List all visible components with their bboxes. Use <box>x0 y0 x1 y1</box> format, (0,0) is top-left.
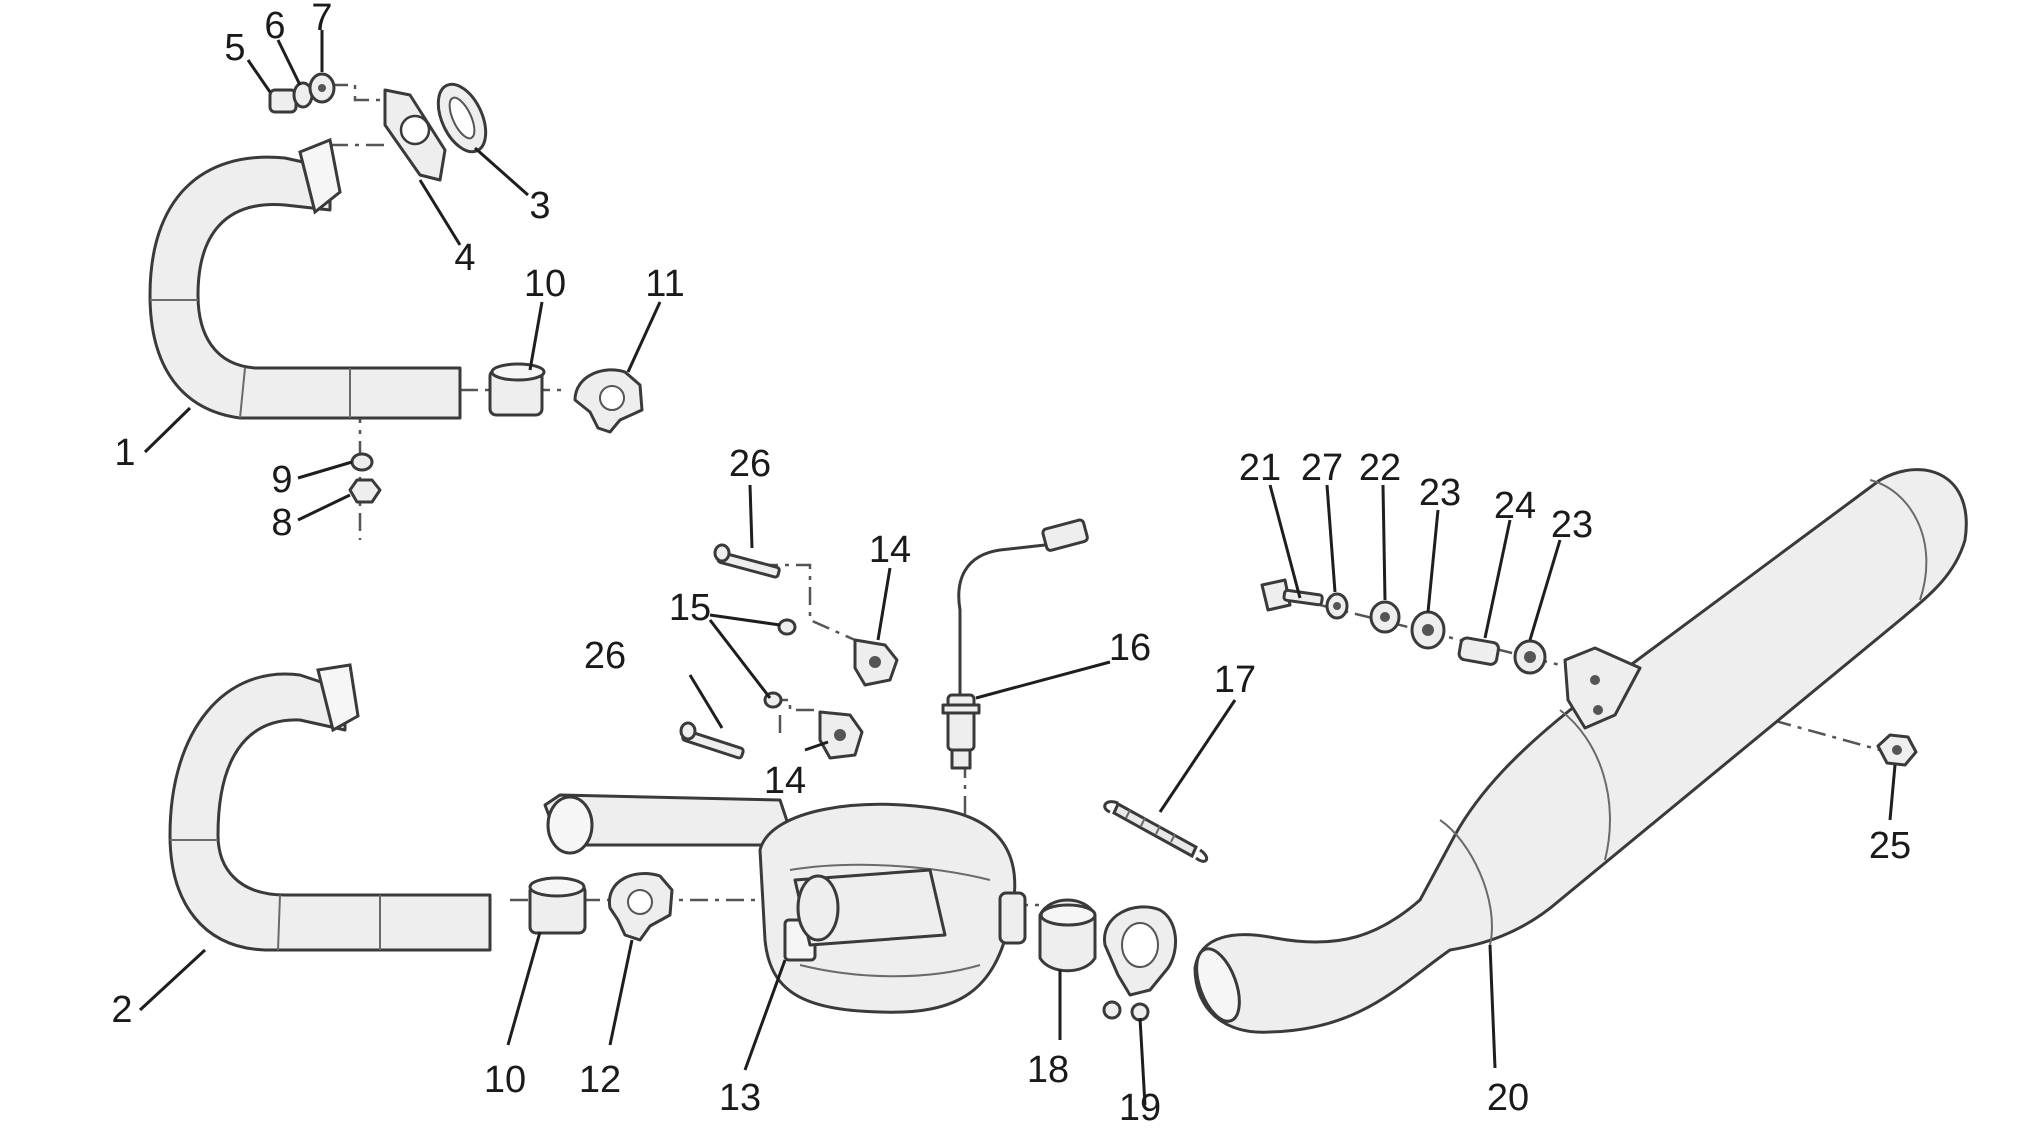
part-23-rubber-lower <box>1513 639 1547 675</box>
part-10-sleeve-upper <box>488 362 546 417</box>
part-15-nut-upper <box>777 618 797 636</box>
part-11-clamp <box>573 368 644 434</box>
callout-9: 9 <box>271 459 292 501</box>
callout-23-upper: 23 <box>1419 472 1461 514</box>
leader-lines <box>138 30 1897 1106</box>
part-23-rubber-upper <box>1410 610 1446 650</box>
callout-25: 25 <box>1869 825 1911 867</box>
callout-16: 16 <box>1109 627 1151 669</box>
part-25-nut <box>1876 733 1918 767</box>
callout-24: 24 <box>1494 485 1536 527</box>
callout-26-upper: 26 <box>729 443 771 485</box>
part-16-lambda-sensor <box>941 518 1089 770</box>
part-7-washer <box>308 72 336 104</box>
part-27-washer <box>1325 592 1349 620</box>
callout-labels: 1 2 3 4 5 6 7 8 9 10 10 11 12 13 14 14 1… <box>111 0 1911 1128</box>
part-26-bolt-lower <box>679 721 745 760</box>
callout-14-upper: 14 <box>869 529 911 571</box>
part-8-nut <box>348 478 382 504</box>
part-2-lower-header-pipe <box>168 663 492 952</box>
callout-12: 12 <box>579 1059 621 1101</box>
part-1-upper-header-pipe <box>148 137 462 420</box>
part-19-clamp <box>1102 905 1178 1022</box>
callout-21: 21 <box>1239 447 1281 489</box>
part-26-bolt-upper <box>713 543 781 579</box>
part-5-bolt <box>268 88 298 114</box>
part-18-sleeve <box>1038 898 1097 973</box>
callout-20: 20 <box>1487 1077 1529 1119</box>
part-14-bracket-upper <box>853 638 899 687</box>
part-20-silencer <box>1193 468 1968 1034</box>
callout-7: 7 <box>311 0 332 39</box>
part-21-bolt <box>1260 578 1324 612</box>
part-12-clamp <box>608 872 674 942</box>
callout-10-lower: 10 <box>484 1059 526 1101</box>
callout-11: 11 <box>645 263 684 305</box>
part-4-flange <box>383 88 447 182</box>
part-24-spacer <box>1457 636 1500 666</box>
callout-5: 5 <box>224 27 245 69</box>
callout-6: 6 <box>264 5 285 47</box>
callout-13: 13 <box>719 1077 761 1119</box>
callout-22: 22 <box>1359 447 1401 489</box>
callout-10-upper: 10 <box>524 263 566 305</box>
part-14-bracket-lower <box>818 710 864 760</box>
callout-1: 1 <box>114 432 135 474</box>
callout-26-lower: 26 <box>584 635 626 677</box>
callout-8: 8 <box>271 502 292 544</box>
callout-27: 27 <box>1301 447 1343 489</box>
callout-14-lower: 14 <box>764 760 806 802</box>
callout-3: 3 <box>529 185 550 227</box>
callout-2: 2 <box>111 989 132 1031</box>
part-17-spring <box>1103 800 1209 863</box>
callout-19: 19 <box>1119 1087 1161 1128</box>
callout-15: 15 <box>669 587 711 629</box>
callout-17: 17 <box>1214 659 1256 701</box>
part-9-washer <box>350 452 374 472</box>
part-13-collector-box <box>543 793 1027 1014</box>
part-10-sleeve-lower <box>528 876 587 935</box>
callout-23-lower: 23 <box>1551 504 1593 546</box>
part-22-washer <box>1369 600 1401 634</box>
callout-18: 18 <box>1027 1049 1069 1091</box>
callout-4: 4 <box>454 237 475 279</box>
